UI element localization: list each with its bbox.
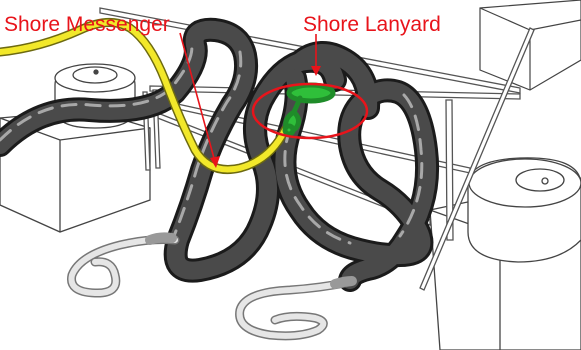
deck-box [480, 0, 581, 90]
shore-lanyard-label: Shore Lanyard [303, 13, 441, 36]
right-eye-splice [240, 281, 352, 336]
left-eye-splice [71, 237, 175, 293]
shore-messenger-label: Shore Messenger [4, 13, 170, 36]
left-bollard [0, 64, 150, 232]
